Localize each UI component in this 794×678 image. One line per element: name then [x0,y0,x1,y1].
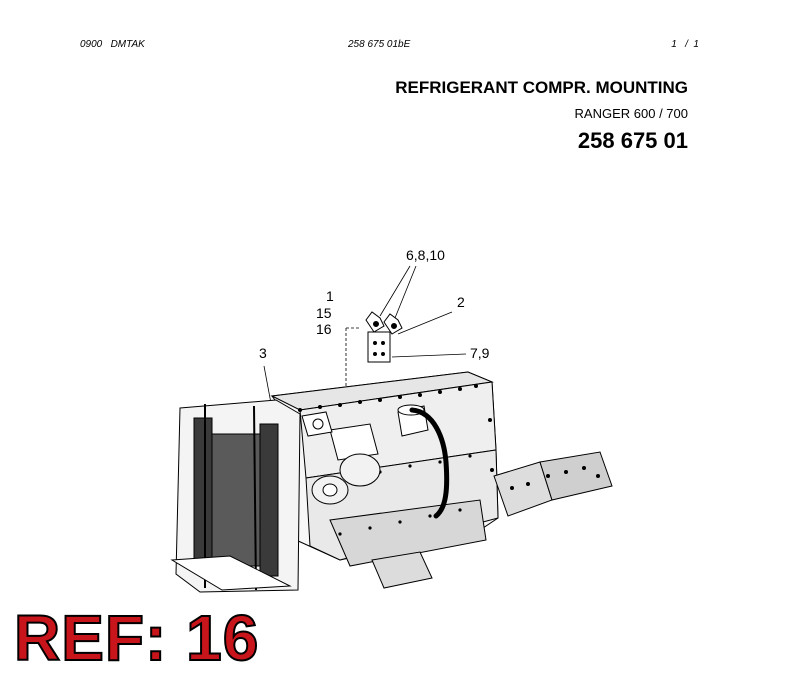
callout-6-8-10: 6,8,10 [406,247,445,263]
refrigerant-hose [409,407,450,519]
header-page-indicator: 1 / 1 [671,39,699,50]
callout-16: 16 [316,321,332,337]
callout-1: 1 [326,288,334,304]
callout-7-9: 7,9 [470,345,490,361]
radiator [170,399,301,593]
page-title: REFRIGERANT COMPR. MOUNTING [395,78,688,97]
callout-2: 2 [457,294,465,310]
callout-15: 15 [316,305,332,321]
header-doc-number: 258 675 01bE [348,39,411,50]
ref-label: REF: 16 [13,602,260,674]
hydraulic-pumps [493,451,613,517]
model-subtitle: RANGER 600 / 700 [574,106,688,121]
part-number: 258 675 01 [577,128,688,153]
callout-3: 3 [259,345,267,361]
compressor-bracket [365,311,403,363]
header-doc-code: 0900 DMTAK [80,39,145,50]
engine-block [270,371,499,589]
